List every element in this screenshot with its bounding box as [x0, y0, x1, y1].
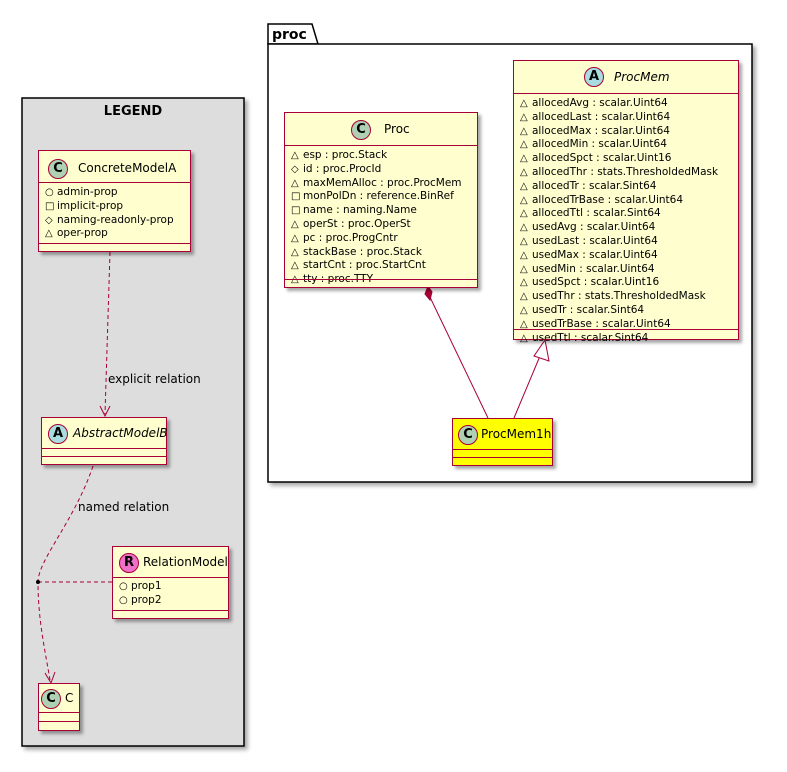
separator	[453, 449, 552, 450]
attribute: △usedTr : scalar.Sint64	[520, 303, 645, 316]
attribute: △usedThr : stats.ThresholdedMask	[520, 290, 706, 303]
attribute: △allocedMax : scalar.Uint64	[520, 124, 670, 137]
attribute: △operSt : proc.OperSt	[291, 217, 411, 230]
attribute: △allocedMin : scalar.Uint64	[520, 138, 667, 151]
attribute: △usedMin : scalar.Uint64	[520, 262, 655, 275]
attribute: △allocedTr : scalar.Sint64	[520, 179, 657, 192]
attribute: □name : naming.Name	[291, 204, 417, 217]
abstract-model-b-class[interactable]: A AbstractModelB	[41, 417, 168, 465]
attribute: △usedTtl : scalar.Sint64	[520, 331, 649, 344]
attribute: △allocedTtl : scalar.Sint64	[520, 207, 661, 220]
attribute: △allocedAvg : scalar.Uint64	[520, 97, 668, 109]
attribute: □implicit-prop	[45, 199, 124, 212]
attribute-list: ○prop1 ○prop2	[119, 580, 162, 608]
c-class[interactable]: C C	[38, 683, 80, 731]
composition-edge	[424, 284, 489, 419]
attribute: △usedTrBase : scalar.Uint64	[520, 317, 671, 330]
abstract-icon: A	[584, 67, 604, 87]
relation-model-class[interactable]: R RelationModel ○prop1 ○prop2	[112, 546, 229, 619]
attribute: △allocedSpct : scalar.Uint16	[520, 152, 672, 165]
separator	[113, 577, 228, 578]
separator	[514, 93, 738, 94]
separator	[285, 145, 477, 146]
explicit-relation-edge	[99, 251, 111, 418]
attribute: ○prop1	[119, 580, 162, 592]
separator	[514, 329, 738, 330]
attribute: △pc : proc.ProgCntr	[291, 231, 398, 244]
relation-icon: R	[119, 553, 139, 573]
named-relation-edge	[36, 465, 112, 685]
abstract-icon: A	[48, 424, 68, 444]
separator	[39, 243, 190, 244]
separator	[39, 721, 79, 722]
attribute-list: ○admin-prop □implicit-prop ◇naming-reado…	[45, 186, 174, 241]
procmem-class[interactable]: A ProcMem △allocedAvg : scalar.Uint64 △a…	[513, 60, 739, 344]
class-name: ProcMem1h	[481, 427, 552, 441]
class-icon: C	[41, 689, 61, 709]
class-name: ConcreteModelA	[78, 161, 177, 175]
attribute: △usedMax : scalar.Uint64	[520, 248, 658, 261]
class-icon: C	[351, 120, 371, 140]
procmem1h-class[interactable]: C ProcMem1h	[452, 418, 553, 466]
separator	[39, 182, 190, 183]
attribute: △stackBase : proc.Stack	[291, 245, 423, 258]
class-icon: C	[458, 425, 478, 445]
concrete-model-a-class[interactable]: C ConcreteModelA ○admin-prop □implicit-p…	[38, 150, 191, 252]
attribute: △tty : proc.TTY	[291, 273, 374, 286]
class-name: AbstractModelB	[73, 426, 168, 440]
class-name: ProcMem	[614, 70, 670, 84]
attribute: △allocedLast : scalar.Uint64	[520, 110, 671, 123]
attribute-list: △esp : proc.Stack ◇id : proc.ProcId △max…	[291, 149, 462, 287]
class-name: RelationModel	[143, 555, 228, 569]
separator	[113, 610, 228, 611]
class-icon: C	[48, 159, 68, 179]
attribute: △maxMemAlloc : proc.ProcMem	[291, 176, 462, 189]
attribute: △usedAvg : scalar.Uint64	[520, 221, 656, 234]
class-name: Proc	[384, 122, 410, 136]
package-name: proc	[272, 27, 307, 43]
attribute: □monPolDn : reference.BinRef	[291, 190, 454, 203]
proc-class[interactable]: C Proc △esp : proc.Stack ◇id : proc.Proc…	[284, 112, 478, 288]
separator	[39, 712, 79, 713]
attribute: △allocedTrBase : scalar.Uint64	[520, 193, 684, 206]
attribute-list: △allocedAvg : scalar.Uint64 △allocedLast…	[520, 97, 718, 345]
named-relation-label: named relation	[78, 500, 170, 514]
class-name: C	[65, 691, 74, 705]
separator	[285, 279, 477, 280]
attribute: △usedLast : scalar.Uint64	[520, 234, 658, 247]
attribute: △usedSpct : scalar.Uint16	[520, 276, 660, 289]
separator	[42, 448, 166, 449]
attribute: ○prop2	[119, 593, 162, 606]
attribute: △oper-prop	[45, 227, 108, 240]
attribute: △esp : proc.Stack	[291, 149, 388, 161]
generalization-edge	[513, 338, 550, 419]
separator	[453, 457, 552, 458]
explicit-relation-label: explicit relation	[108, 372, 201, 386]
attribute: △startCnt : proc.StartCnt	[291, 259, 426, 272]
separator	[42, 456, 166, 457]
attribute: ◇naming-readonly-prop	[45, 213, 174, 226]
legend-title: LEGEND	[103, 104, 163, 119]
attribute: △allocedThr : stats.ThresholdedMask	[520, 165, 719, 178]
attribute: ◇id : proc.ProcId	[291, 162, 382, 175]
attribute: ○admin-prop	[45, 186, 118, 198]
